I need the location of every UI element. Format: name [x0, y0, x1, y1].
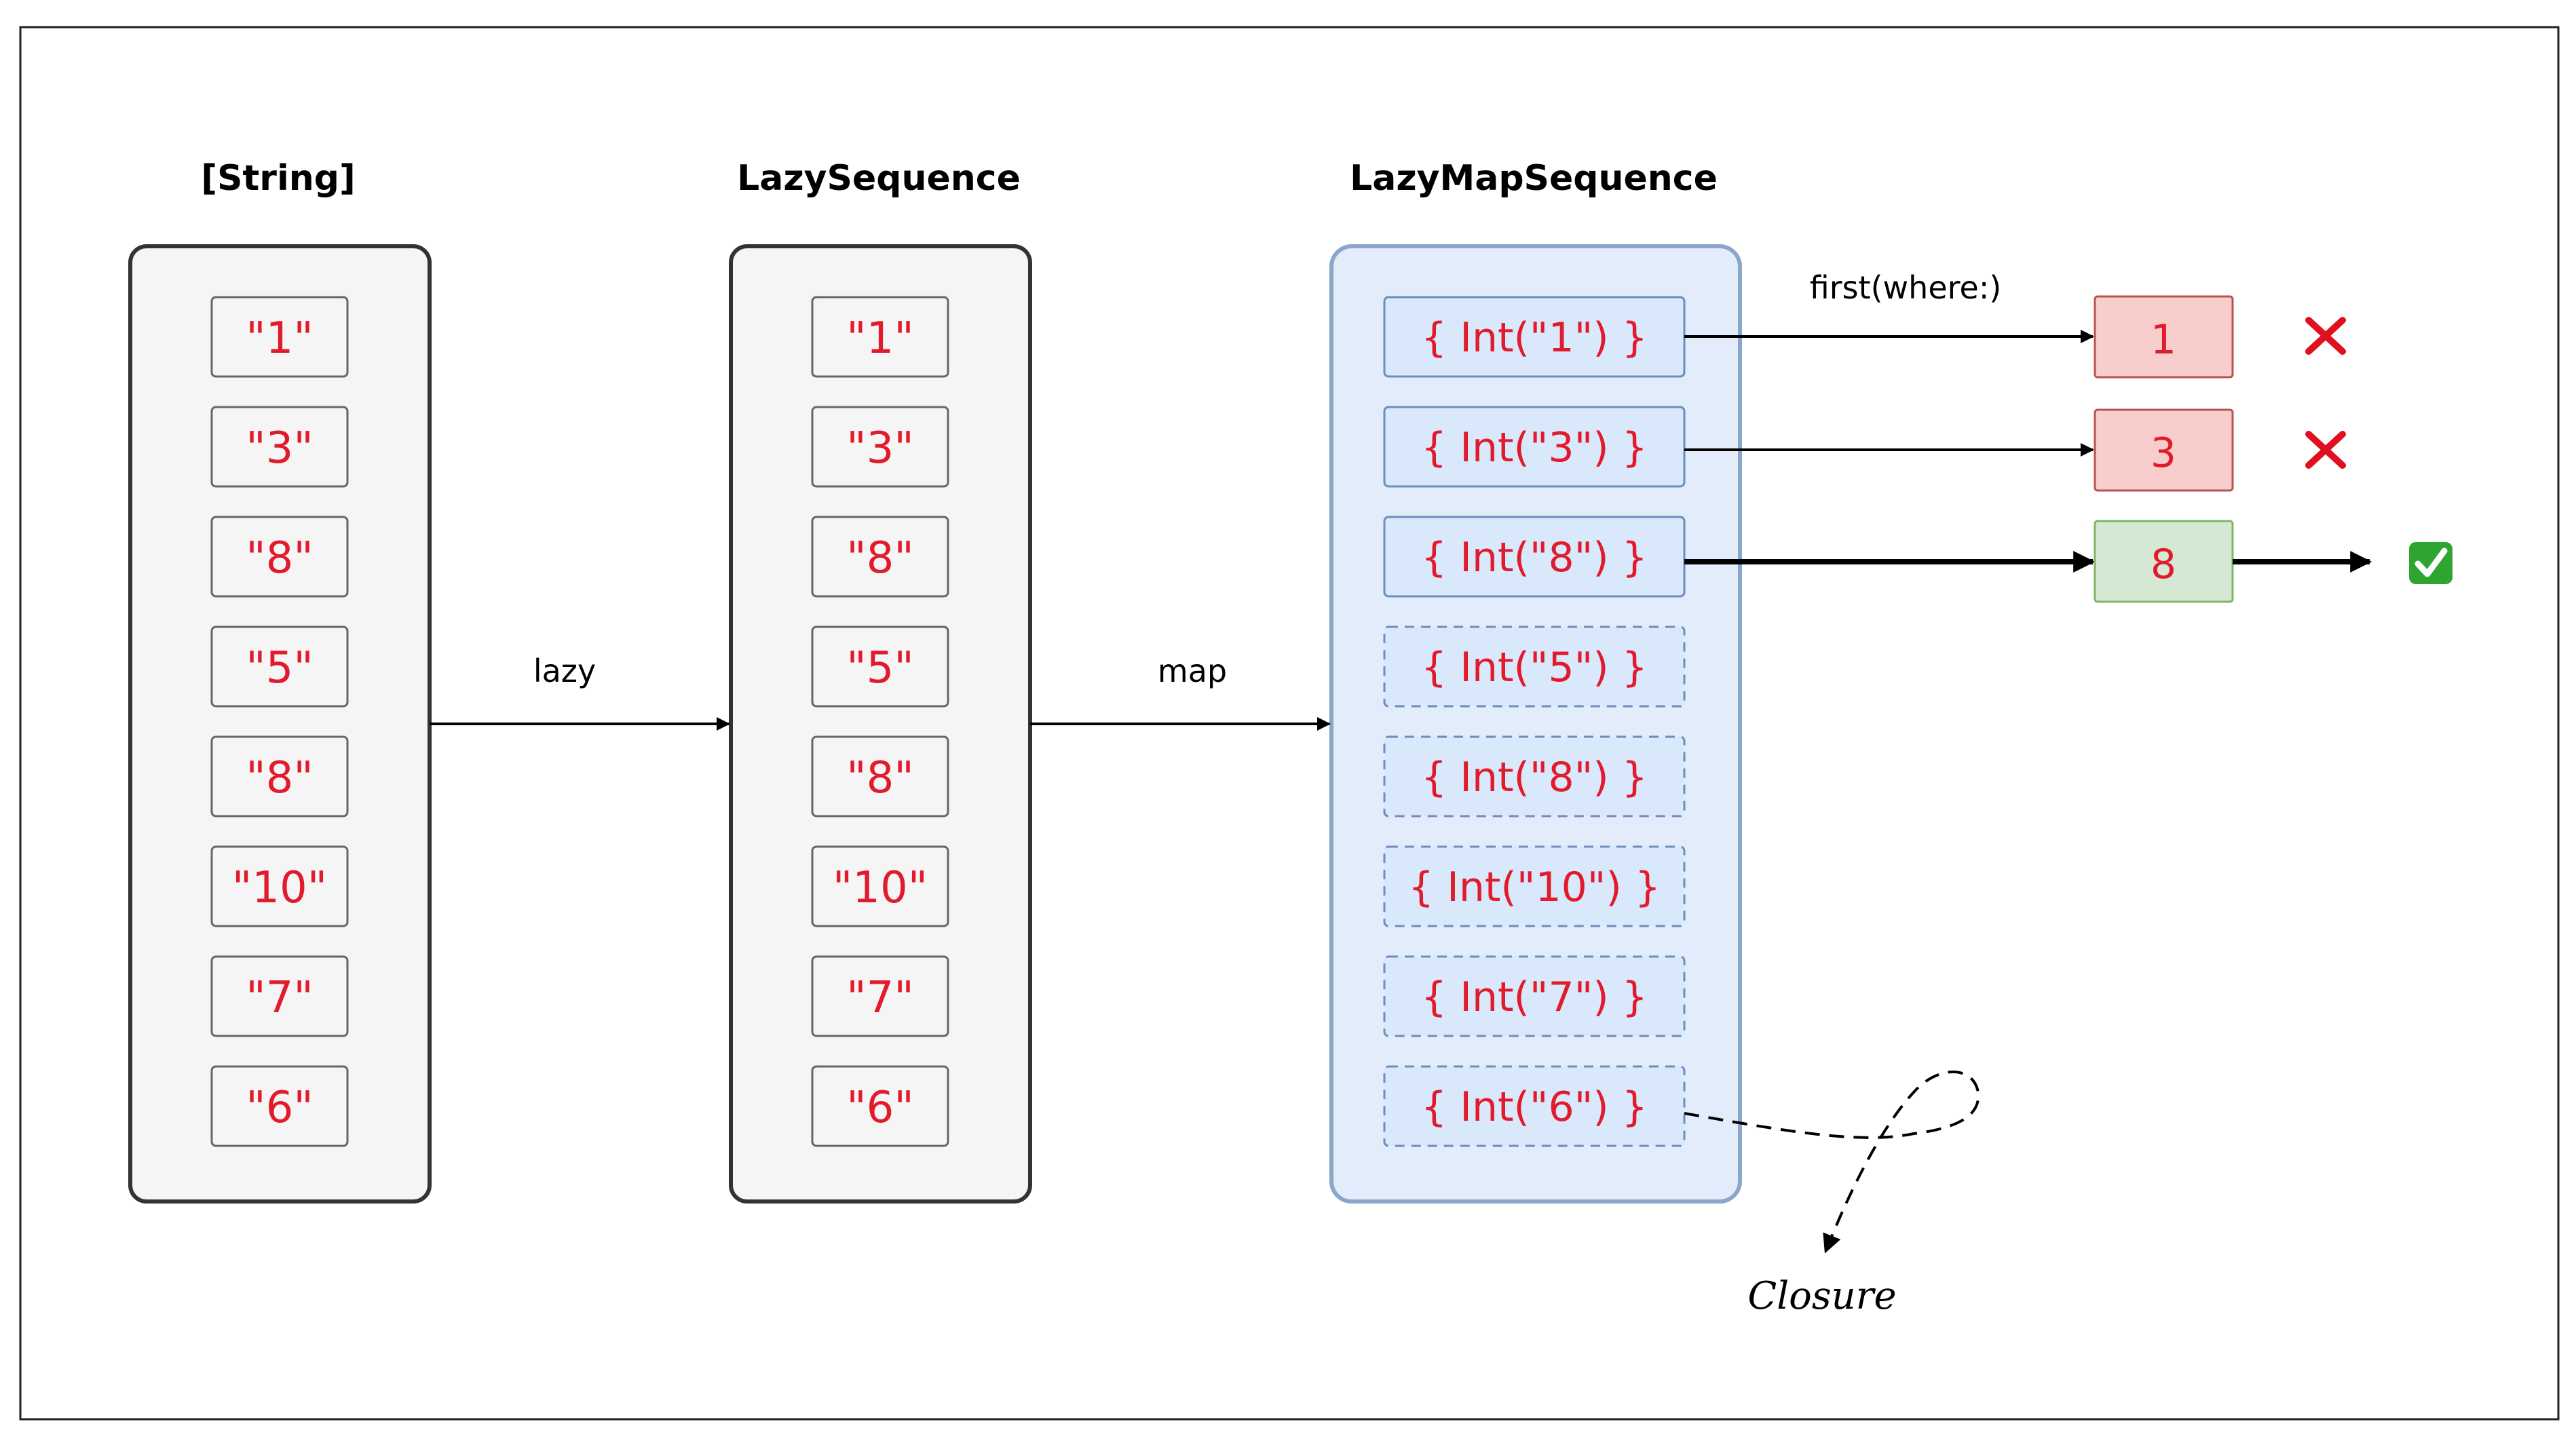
- lazy-cell-box: [811, 626, 949, 708]
- string-cell-box: [210, 845, 349, 927]
- result-box-rejected: [2094, 295, 2234, 379]
- string-cell-box: [210, 955, 349, 1037]
- string-cell-text: "5": [246, 643, 314, 693]
- closure-loop-curve: [1684, 1071, 1980, 1254]
- lazy-map-sequence-cells: { Int("1") } { Int("3") } { Int("8") } {…: [1383, 296, 1686, 1147]
- lazy-cell-text: "10": [833, 863, 928, 913]
- lazy-cell-box: [811, 735, 949, 817]
- lazy-cell-text: "7": [846, 973, 914, 1023]
- lazy-sequence-container: [729, 244, 1032, 1204]
- closure-cell-box: [1383, 516, 1686, 598]
- closure-cell-text: { Int("1") }: [1421, 314, 1648, 362]
- closure-cell-box-pending: [1383, 626, 1686, 708]
- string-array-cells: "1" "3" "8" "5" "8" "10" "7" "6": [210, 296, 349, 1147]
- string-cell-text: "3": [246, 423, 314, 474]
- lazy-cell-text: "8": [846, 753, 914, 803]
- result-1: 1: [2094, 295, 2234, 379]
- string-cell-text: "7": [246, 973, 314, 1023]
- cross-icon: [2305, 317, 2346, 355]
- column-title-string-array: [String]: [201, 158, 356, 199]
- lazy-cell-box: [811, 516, 949, 598]
- string-cell-text: "1": [246, 313, 314, 364]
- result-value: 1: [2151, 316, 2176, 364]
- lazy-cell-text: "3": [846, 423, 914, 474]
- lazy-cell-text: "5": [846, 643, 914, 693]
- check-icon: [2409, 542, 2452, 584]
- cross-icon: [2305, 431, 2346, 469]
- string-cell-text: "6": [246, 1083, 314, 1133]
- result-value: 8: [2151, 541, 2176, 588]
- closure-cell-text: { Int("5") }: [1421, 644, 1648, 691]
- closure-cell-text: { Int("10") }: [1408, 864, 1661, 911]
- lazy-map-sequence-container: [1329, 244, 1742, 1204]
- string-cell-text: "8": [246, 533, 314, 583]
- map-label: map: [1158, 653, 1227, 689]
- string-array-container: [128, 244, 432, 1204]
- result-box-rejected: [2094, 408, 2234, 492]
- lazy-cell-box: [811, 845, 949, 927]
- string-cell-box: [210, 406, 349, 488]
- result-2: 3: [2094, 408, 2234, 492]
- closure-cell-box-pending: [1383, 845, 1686, 927]
- string-cell-box: [210, 626, 349, 708]
- string-cell-text: "8": [246, 753, 314, 803]
- closure-label: Closure: [1747, 1274, 1896, 1318]
- closure-cell-text: { Int("3") }: [1421, 424, 1648, 472]
- closure-cell-text: { Int("7") }: [1421, 974, 1648, 1021]
- closure-cell-box: [1383, 406, 1686, 488]
- string-cell-box: [210, 296, 349, 378]
- result-value: 3: [2151, 429, 2176, 477]
- string-cell-box: [210, 516, 349, 598]
- closure-cell-box-pending: [1383, 1065, 1686, 1147]
- string-cell-box: [210, 1065, 349, 1147]
- lazy-cell-box: [811, 406, 949, 488]
- lazy-sequence-cells: "1" "3" "8" "5" "8" "10" "7" "6": [811, 296, 949, 1147]
- string-cell-text: "10": [232, 863, 327, 913]
- column-title-lazy-map-sequence: LazyMapSequence: [1350, 158, 1718, 199]
- first-where-label: first(where:): [1810, 269, 2002, 306]
- result-3: 8: [2094, 520, 2234, 603]
- lazy-label: lazy: [533, 653, 596, 689]
- closure-cell-box-pending: [1383, 735, 1686, 817]
- lazy-cell-box: [811, 1065, 949, 1147]
- lazy-cell-box: [811, 955, 949, 1037]
- closure-cell-text: { Int("8") }: [1421, 534, 1648, 581]
- lazy-cell-box: [811, 296, 949, 378]
- lazy-cell-text: "1": [846, 313, 914, 364]
- string-cell-box: [210, 735, 349, 817]
- closure-cell-text: { Int("8") }: [1421, 754, 1648, 801]
- column-title-lazy-sequence: LazySequence: [737, 158, 1021, 199]
- lazy-cell-text: "6": [846, 1083, 914, 1133]
- closure-cell-box-pending: [1383, 955, 1686, 1037]
- closure-cell-text: { Int("6") }: [1421, 1083, 1648, 1131]
- lazy-cell-text: "8": [846, 533, 914, 583]
